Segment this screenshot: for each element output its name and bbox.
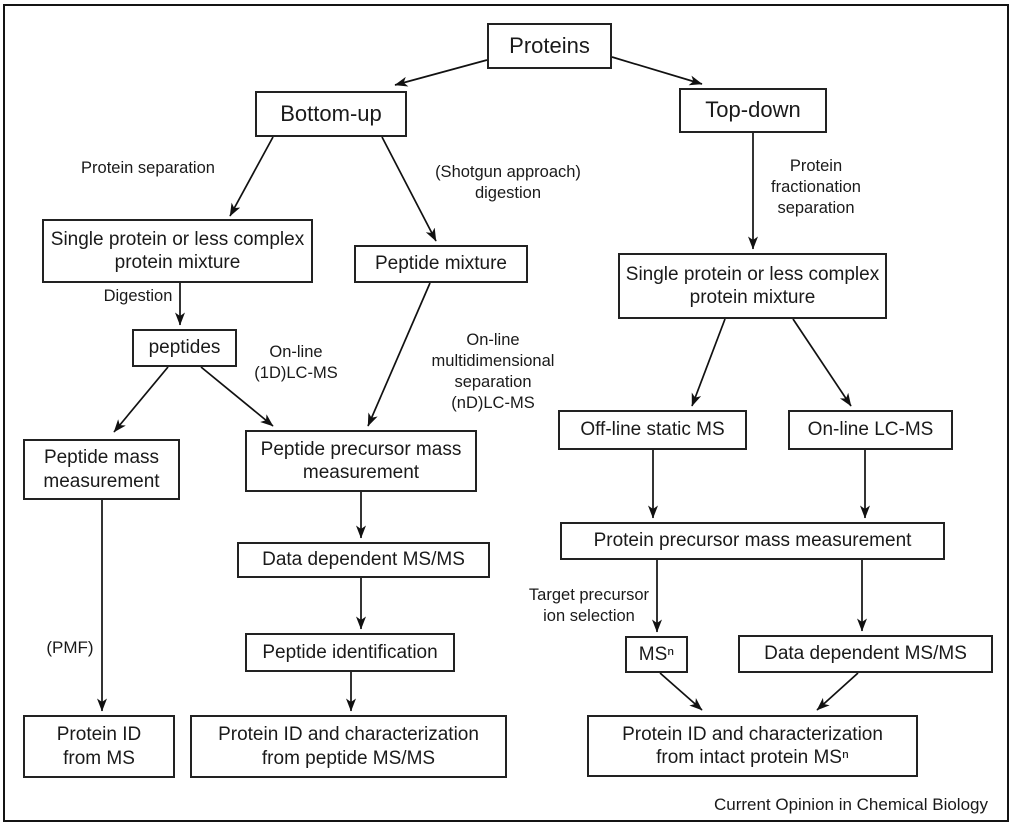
label-digestion: Digestion [103, 287, 173, 305]
arrow-proteins-to-top-down [611, 56, 703, 86]
arrow-bottom-up-to-peptide-mixture [381, 136, 437, 242]
node-peptide-identification: Peptide identification [245, 633, 455, 672]
node-protein-id-peptide-msms: Protein ID and characterization from pep… [190, 715, 507, 778]
arrow-peptide-mixture-to-peptide-precursor [367, 282, 431, 427]
node-protein-id-intact-msn: Protein ID and characterization from int… [587, 715, 918, 777]
label-online-multidimensional: On-line multidimensional separation (nD)… [431, 331, 555, 413]
node-protein-id-from-ms: Protein ID from MS [23, 715, 175, 778]
journal-credit: Current Opinion in Chemical Biology [713, 795, 988, 814]
arrow-msn-to-protein-id-intact [659, 672, 703, 711]
node-single-protein-right: Single protein or less complex protein m… [618, 253, 887, 319]
arrow-bottom-up-to-single-protein [229, 136, 274, 217]
node-proteins: Proteins [487, 23, 612, 69]
label-target-precursor: Target precursor ion selection [528, 586, 650, 626]
arrow-single-protein-to-online-lcms [792, 318, 852, 407]
node-bottom-up: Bottom-up [255, 91, 407, 137]
label-shotgun-approach: (Shotgun approach) digestion [435, 163, 581, 203]
label-pmf: (PMF) [46, 638, 94, 657]
arrow-peptides-to-peptide-precursor [200, 366, 274, 427]
label-protein-separation: Protein separation [81, 159, 215, 177]
node-top-down: Top-down [679, 88, 827, 133]
node-data-dependent-msms-left: Data dependent MS/MS [237, 542, 490, 578]
node-single-protein-left: Single protein or less complex protein m… [42, 219, 313, 283]
arrow-peptides-to-peptide-mass [113, 366, 169, 433]
node-online-lc-ms: On-line LC-MS [788, 410, 953, 450]
arrow-single-protein-to-offline-static [691, 318, 726, 407]
node-protein-precursor-mass-measurement: Protein precursor mass measurement [560, 522, 945, 560]
arrow-data-dependent-to-protein-id-intact [816, 672, 859, 711]
node-peptides: peptides [132, 329, 237, 367]
node-peptide-mixture: Peptide mixture [354, 245, 528, 283]
node-data-dependent-msms-right: Data dependent MS/MS [738, 635, 993, 673]
diagram-border [3, 4, 1009, 822]
node-offline-static-ms: Off-line static MS [558, 410, 747, 450]
node-peptide-precursor-mass-measurement: Peptide precursor mass measurement [245, 430, 477, 492]
node-msn: MSⁿ [625, 636, 688, 673]
label-protein-fractionation: Protein fractionation separation [771, 157, 861, 218]
label-online-1d-lc-ms: On-line (1D)LC-MS [254, 343, 338, 383]
node-peptide-mass-measurement: Peptide mass measurement [23, 439, 180, 500]
arrow-proteins-to-bottom-up [394, 59, 488, 87]
